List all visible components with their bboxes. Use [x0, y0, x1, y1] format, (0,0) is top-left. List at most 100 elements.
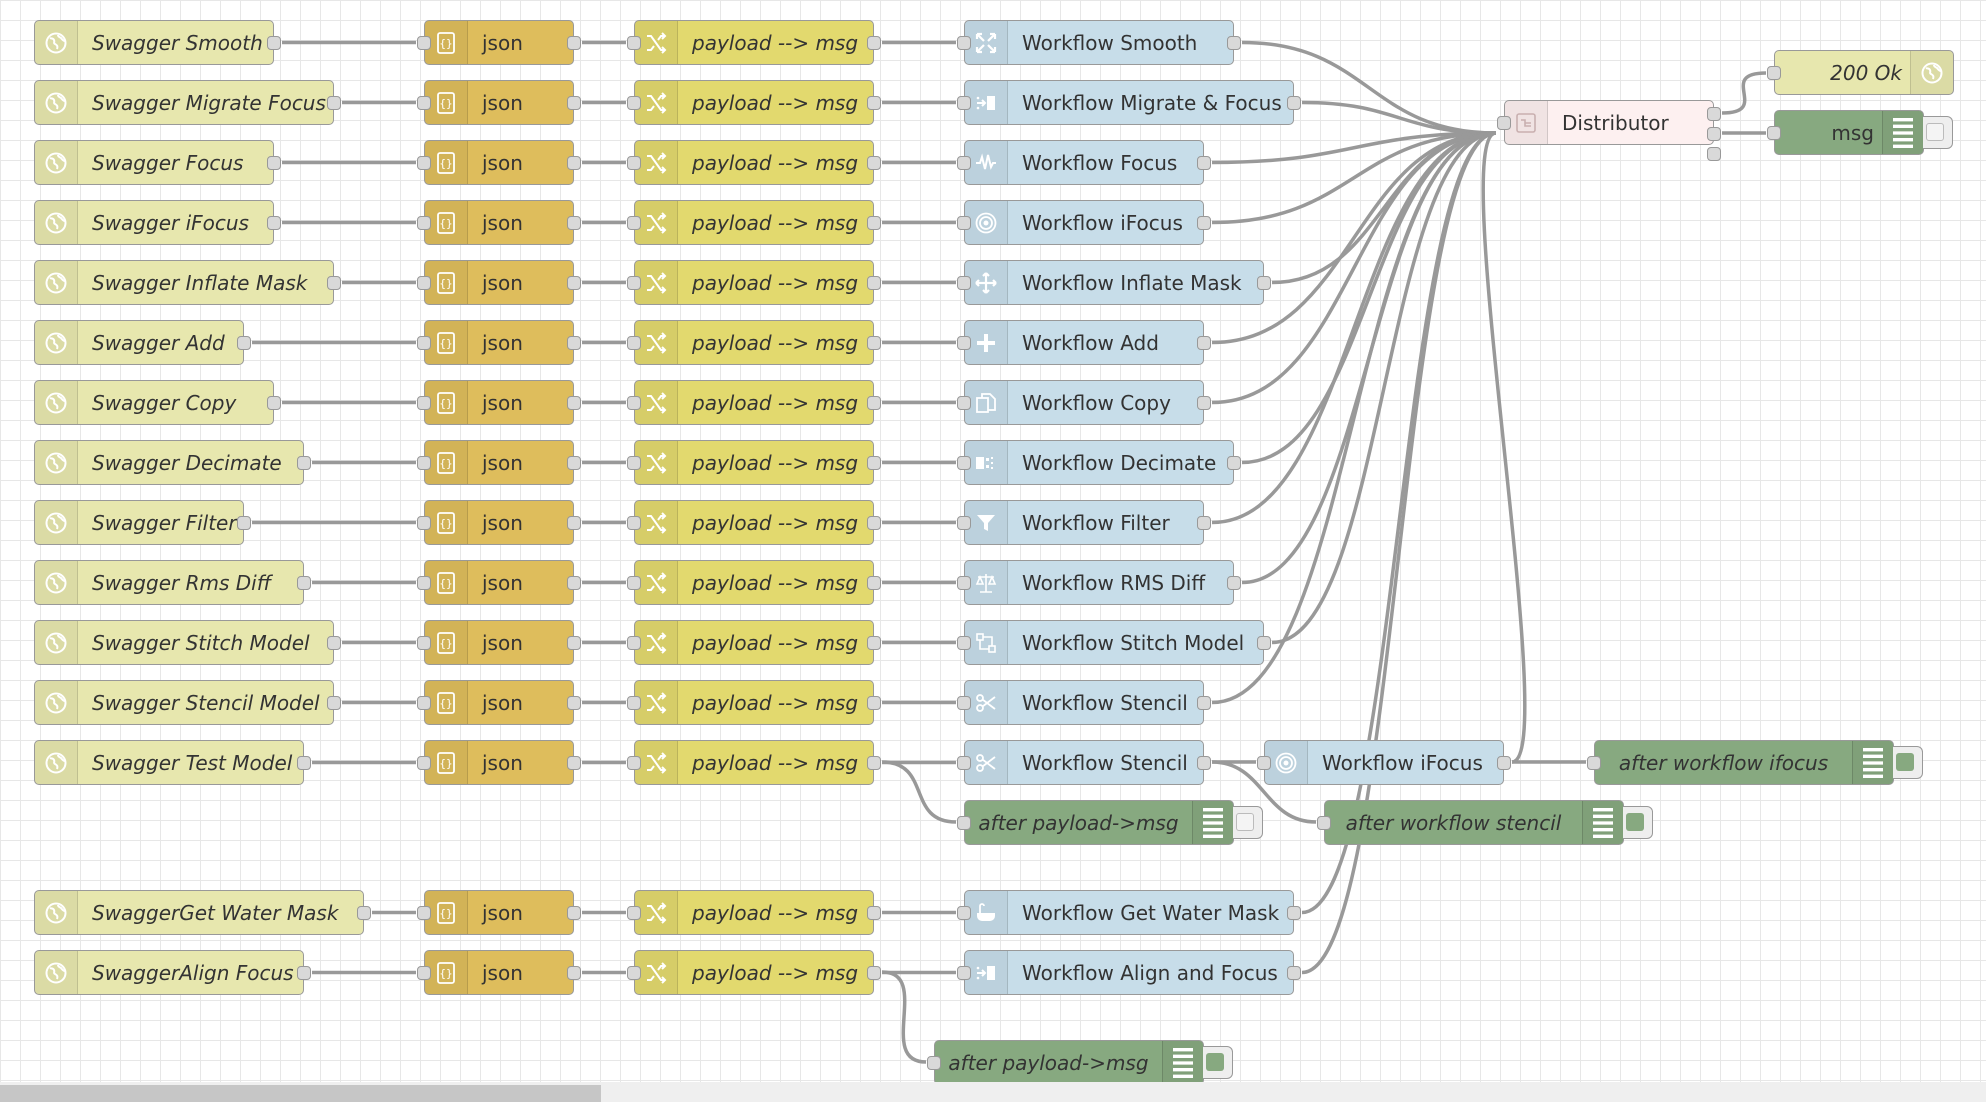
output-port[interactable]: [1287, 965, 1301, 980]
workflow-node[interactable]: Workflow Focus: [957, 140, 1211, 185]
input-port[interactable]: [957, 275, 971, 290]
change-node[interactable]: payload --> msg: [627, 500, 881, 545]
wire[interactable]: [1481, 131, 1527, 764]
output-port[interactable]: [1197, 515, 1211, 530]
output-port[interactable]: [567, 635, 581, 650]
output-port[interactable]: [567, 965, 581, 980]
output-port[interactable]: [267, 215, 281, 230]
input-port[interactable]: [957, 635, 971, 650]
workflow-node[interactable]: Workflow Decimate: [957, 440, 1241, 485]
json-node[interactable]: {}json: [417, 890, 581, 935]
input-port[interactable]: [417, 515, 431, 530]
json-node[interactable]: {}json: [417, 500, 581, 545]
output-port[interactable]: [867, 965, 881, 980]
debug-after-payload-node[interactable]: after payload->msg: [957, 800, 1263, 845]
input-port[interactable]: [627, 155, 641, 170]
output-port[interactable]: [1707, 127, 1721, 141]
wire[interactable]: [1271, 131, 1497, 645]
debug-after-ifocus-node[interactable]: after workflow ifocus: [1587, 740, 1923, 785]
output-port[interactable]: [567, 215, 581, 230]
input-port[interactable]: [957, 395, 971, 410]
debug-toggle-button[interactable]: [1923, 116, 1953, 149]
workflow-node[interactable]: Workflow Get Water Mask: [957, 890, 1301, 935]
output-port[interactable]: [1227, 575, 1241, 590]
wire[interactable]: [1301, 131, 1497, 915]
change-node[interactable]: payload --> msg: [627, 680, 881, 725]
input-port[interactable]: [627, 95, 641, 110]
output-port[interactable]: [327, 95, 341, 110]
change-node[interactable]: payload --> msg: [627, 320, 881, 365]
output-port[interactable]: [567, 455, 581, 470]
http-in-node[interactable]: SwaggerGet Water Mask: [34, 890, 371, 935]
wire[interactable]: [1211, 760, 1317, 824]
json-node[interactable]: {}json: [417, 80, 581, 125]
change-node[interactable]: payload --> msg: [627, 560, 881, 605]
input-port[interactable]: [417, 755, 431, 770]
json-node[interactable]: {}json: [417, 440, 581, 485]
output-port[interactable]: [567, 755, 581, 770]
workflow-node[interactable]: Workflow Migrate & Focus: [957, 80, 1301, 125]
http-in-node[interactable]: Swagger Copy: [34, 380, 281, 425]
input-port[interactable]: [627, 215, 641, 230]
json-node[interactable]: {}json: [417, 320, 581, 365]
http-in-node[interactable]: Swagger Focus: [34, 140, 281, 185]
debug-toggle-button[interactable]: [1893, 746, 1923, 779]
workflow-node[interactable]: Workflow RMS Diff: [957, 560, 1241, 605]
output-port[interactable]: [567, 695, 581, 710]
input-port[interactable]: [1317, 815, 1331, 830]
json-node[interactable]: {}json: [417, 140, 581, 185]
input-port[interactable]: [627, 755, 641, 770]
change-node[interactable]: payload --> msg: [627, 20, 881, 65]
debug-toggle-button[interactable]: [1233, 806, 1263, 839]
json-node[interactable]: {}json: [417, 260, 581, 305]
change-node[interactable]: payload --> msg: [627, 260, 881, 305]
input-port[interactable]: [417, 215, 431, 230]
debug-after-stencil-node[interactable]: after workflow stencil: [1317, 800, 1653, 845]
input-port[interactable]: [417, 155, 431, 170]
output-port[interactable]: [297, 965, 311, 980]
wire[interactable]: [1211, 131, 1497, 225]
output-port[interactable]: [357, 905, 371, 920]
input-port[interactable]: [957, 905, 971, 920]
workflow-node-ifocus[interactable]: Workflow iFocus: [1257, 740, 1511, 785]
workflow-node[interactable]: Workflow Smooth: [957, 20, 1241, 65]
json-node[interactable]: {}json: [417, 680, 581, 725]
input-port[interactable]: [1257, 755, 1271, 770]
json-node[interactable]: {}json: [417, 740, 581, 785]
json-node[interactable]: {}json: [417, 950, 581, 995]
output-port[interactable]: [867, 275, 881, 290]
change-node[interactable]: payload --> msg: [627, 140, 881, 185]
http-in-node[interactable]: Swagger Inflate Mask: [34, 260, 341, 305]
change-node[interactable]: payload --> msg: [627, 740, 881, 785]
output-port[interactable]: [327, 635, 341, 650]
input-port[interactable]: [627, 635, 641, 650]
wire[interactable]: [1211, 131, 1497, 525]
input-port[interactable]: [417, 635, 431, 650]
change-node[interactable]: payload --> msg: [627, 380, 881, 425]
output-port[interactable]: [567, 95, 581, 110]
input-port[interactable]: [417, 905, 431, 920]
output-port[interactable]: [1197, 155, 1211, 170]
output-port[interactable]: [567, 155, 581, 170]
output-port[interactable]: [1497, 755, 1511, 770]
input-port[interactable]: [957, 695, 971, 710]
input-port[interactable]: [957, 455, 971, 470]
wire[interactable]: [1211, 131, 1497, 405]
input-port[interactable]: [957, 35, 971, 50]
output-port[interactable]: [867, 395, 881, 410]
input-port[interactable]: [417, 695, 431, 710]
output-port[interactable]: [867, 575, 881, 590]
output-port[interactable]: [567, 35, 581, 50]
wire[interactable]: [1241, 40, 1497, 135]
output-port[interactable]: [867, 95, 881, 110]
output-port[interactable]: [867, 905, 881, 920]
http-in-node[interactable]: Swagger Add: [34, 320, 251, 365]
output-port[interactable]: [1287, 95, 1301, 110]
output-port[interactable]: [1707, 147, 1721, 161]
input-port[interactable]: [627, 965, 641, 980]
output-port[interactable]: [867, 215, 881, 230]
input-port[interactable]: [417, 575, 431, 590]
input-port[interactable]: [927, 1055, 941, 1070]
debug-toggle-button[interactable]: [1623, 806, 1653, 839]
